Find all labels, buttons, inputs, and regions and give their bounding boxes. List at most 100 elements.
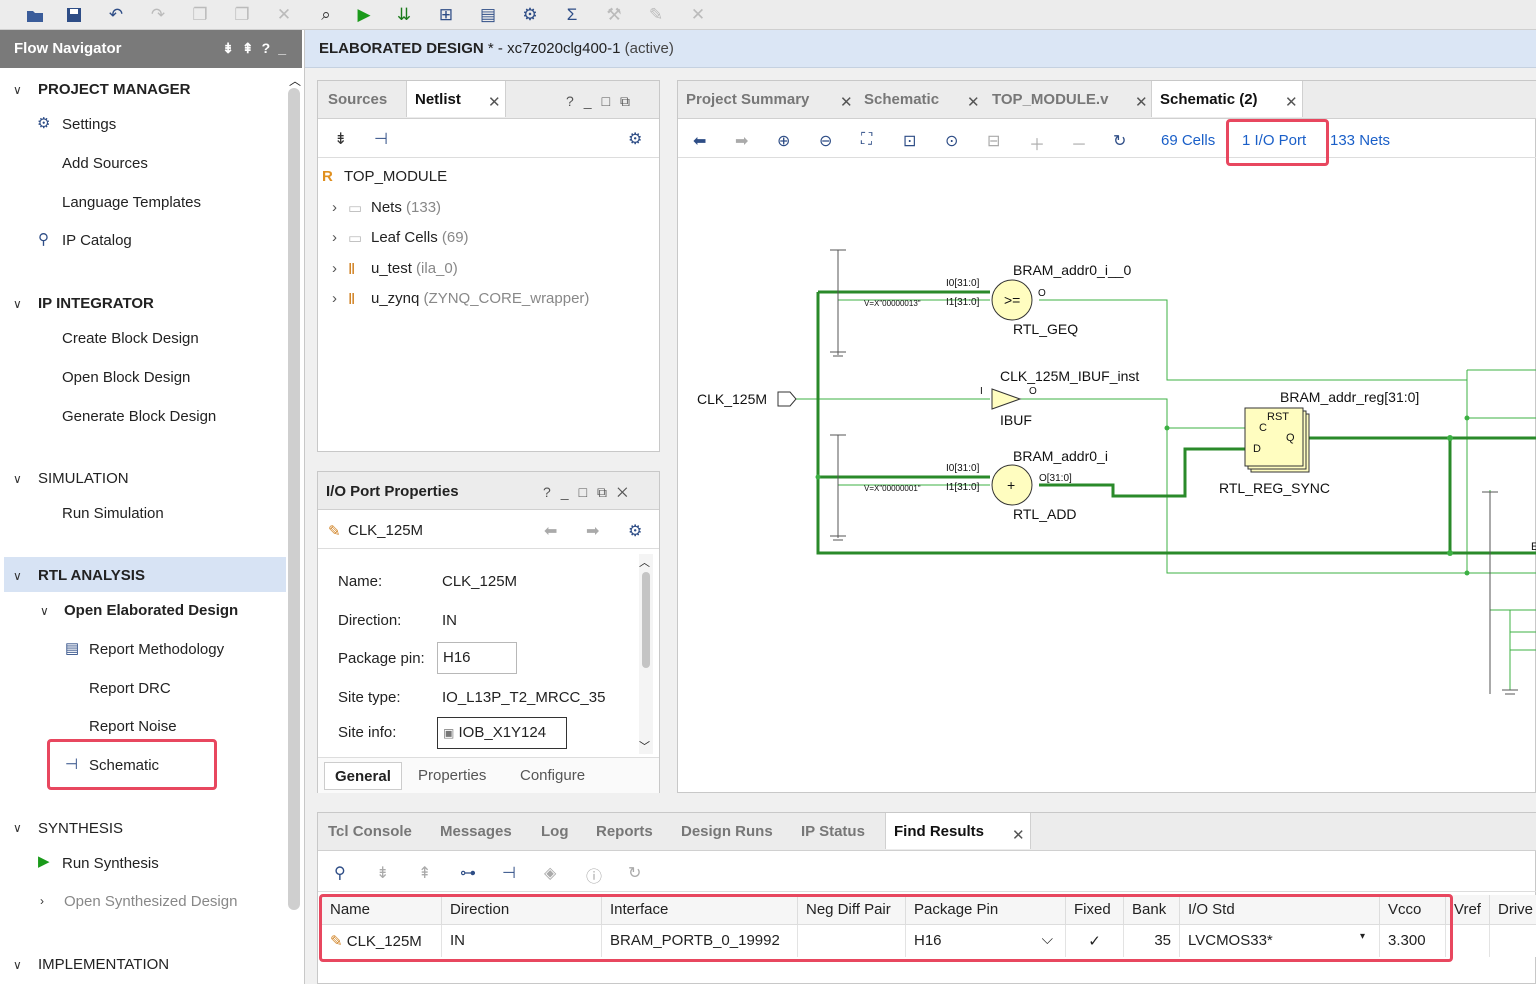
section-synthesis[interactable]: SYNTHESIS (38, 820, 124, 837)
diamond-icon[interactable]: ◈ (544, 865, 557, 882)
tree-u-zynq[interactable]: u_zynq (ZYNQ_CORE_wrapper) (371, 290, 590, 307)
search-icon[interactable]: ⚲ (334, 865, 346, 882)
open-icon[interactable] (22, 3, 48, 27)
redo-icon[interactable]: ↷ (150, 5, 166, 24)
gear-icon[interactable]: ⚙ (628, 131, 643, 148)
save-icon[interactable] (61, 3, 87, 27)
chevron-down-icon[interactable]: ∨ (40, 604, 49, 618)
rtl-reg-sync-cell[interactable] (1244, 407, 1310, 473)
nav-open-synthesized-design[interactable]: Open Synthesized Design (64, 893, 238, 910)
settings-icon[interactable]: ⚙ (522, 5, 538, 24)
refresh-icon[interactable]: ↻ (628, 865, 642, 882)
col-vcco[interactable]: Vcco (1380, 895, 1446, 925)
auto-connect-icon[interactable]: ⚒ (606, 5, 622, 24)
tab-tcl-console[interactable]: Tcl Console (328, 823, 412, 840)
package-pin-field[interactable]: H16 (437, 642, 517, 674)
schematic-icon[interactable]: ⊞ (438, 5, 454, 24)
section-implementation[interactable]: IMPLEMENTATION (38, 956, 170, 973)
sigma-icon[interactable]: Σ (566, 5, 578, 24)
chevron-right-icon[interactable]: › (332, 260, 337, 277)
schematic-icon[interactable]: ⊣ (502, 865, 516, 882)
gear-icon[interactable]: ⚙ (628, 523, 643, 540)
zoom-selection-icon[interactable]: ⊡ (903, 133, 917, 150)
chevron-right-icon[interactable]: › (332, 290, 337, 307)
info-icon[interactable]: ⓘ (586, 869, 603, 886)
back-arrow-icon[interactable]: ⬅ (544, 523, 558, 540)
input-port-icon[interactable] (777, 391, 797, 407)
chevron-down-icon[interactable]: ∨ (13, 958, 22, 972)
scroll-down-icon[interactable]: ﹀ (639, 741, 650, 753)
tab-properties[interactable]: Properties (418, 767, 487, 784)
tab-messages[interactable]: Messages (440, 823, 512, 840)
chevron-down-icon[interactable]: ∨ (13, 297, 22, 311)
tab-design-runs[interactable]: Design Runs (681, 823, 773, 840)
nav-ip-catalog[interactable]: IP Catalog (62, 232, 132, 249)
run-icon[interactable]: ▶ (357, 5, 371, 24)
zoom-out-icon[interactable]: ⊖ (819, 133, 833, 150)
nav-run-synthesis[interactable]: Run Synthesis (62, 855, 159, 872)
tab-general[interactable]: General (324, 762, 402, 790)
delete-icon[interactable]: ✕ (276, 5, 292, 24)
site-info-field[interactable]: ▣ IOB_X1Y124 (437, 717, 567, 749)
nav-run-simulation[interactable]: Run Simulation (62, 505, 164, 522)
nav-report-drc[interactable]: Report DRC (89, 680, 171, 697)
col-direction[interactable]: Direction (442, 895, 602, 925)
navigator-scrollbar[interactable] (288, 88, 300, 910)
close-icon[interactable]: ✕ (1135, 94, 1148, 111)
table-row[interactable]: ✎ CLK_125M IN BRAM_PORTB_0_19992 H16⌵ ✓ … (322, 925, 1536, 957)
tree-nets[interactable]: Nets (133) (371, 199, 442, 216)
forward-arrow-icon[interactable]: ➡ (586, 523, 600, 540)
copy-icon[interactable]: ❐ (192, 5, 208, 24)
find-icon[interactable]: ⌕ (321, 5, 331, 24)
col-name[interactable]: Name (322, 895, 442, 925)
cell-fixed[interactable]: ✓ (1066, 925, 1124, 957)
forward-arrow-icon[interactable]: ➡ (735, 133, 749, 150)
chevron-down-icon[interactable]: ∨ (13, 83, 22, 97)
panel-controls-icon[interactable]: ?_□⧉ (566, 93, 641, 109)
close-icon[interactable]: ✕ (1012, 827, 1025, 844)
zoom-fit-icon[interactable]: ⛶ (861, 131, 873, 148)
expand-all-icon[interactable]: ⇞ (418, 865, 432, 882)
section-project-manager[interactable]: PROJECT MANAGER (38, 81, 191, 98)
close-icon[interactable]: ✕ (1285, 94, 1298, 111)
col-drive[interactable]: Drive (1490, 895, 1536, 925)
nav-add-sources[interactable]: Add Sources (62, 155, 148, 172)
nav-generate-block-design[interactable]: Generate Block Design (62, 408, 217, 425)
nets-link[interactable]: 133 Nets (1330, 132, 1391, 149)
collapse-all-icon[interactable]: ⇟ (334, 131, 348, 148)
chevron-down-icon[interactable]: ∨ (13, 569, 22, 583)
nav-language-templates[interactable]: Language Templates (62, 194, 201, 211)
tree-leaf-cells[interactable]: Leaf Cells (69) (371, 229, 469, 246)
chevron-right-icon[interactable]: › (40, 894, 44, 908)
center-icon[interactable]: ⊙ (945, 133, 959, 150)
panel-controls-icon[interactable]: ?_□⧉✕ (543, 484, 638, 500)
tab-configure[interactable]: Configure (520, 767, 586, 784)
rtl-add-cell[interactable] (991, 464, 1033, 506)
report-icon[interactable]: ▤ (479, 5, 497, 24)
tab-log[interactable]: Log (541, 823, 569, 840)
chevron-right-icon[interactable]: › (332, 229, 337, 246)
pencil-icon[interactable]: ✎ (648, 5, 664, 24)
panel-controls-icon[interactable]: ⇟⇞?_ (222, 40, 294, 56)
close-icon[interactable]: ✕ (967, 94, 980, 111)
scroll-up-icon[interactable]: ︿ (289, 74, 302, 88)
chevron-down-icon[interactable]: ∨ (13, 821, 22, 835)
io-std-select[interactable]: LVCMOS33*▾ (1180, 925, 1380, 957)
nav-report-noise[interactable]: Report Noise (89, 718, 177, 735)
tab-ip-status[interactable]: IP Status (801, 823, 865, 840)
schematic-icon[interactable]: ⊣ (374, 131, 388, 148)
nav-schematic[interactable]: Schematic (89, 757, 160, 774)
refresh-icon[interactable]: ↻ (1113, 133, 1127, 150)
ibuf-cell[interactable] (991, 388, 1022, 410)
tab-find-results[interactable]: Find Results (885, 813, 1031, 849)
col-neg-diff-pair[interactable]: Neg Diff Pair (798, 895, 906, 925)
tree-u-test[interactable]: u_test (ila_0) (371, 260, 458, 277)
collapse-icon[interactable]: － (1071, 137, 1088, 154)
package-pin-select[interactable]: H16⌵ (906, 925, 1066, 957)
section-rtl-analysis[interactable]: RTL ANALYSIS (38, 567, 145, 584)
program-icon[interactable]: ⇊ (396, 5, 412, 24)
tab-reports[interactable]: Reports (596, 823, 653, 840)
section-ip-integrator[interactable]: IP INTEGRATOR (38, 295, 154, 312)
io-port-link[interactable]: 1 I/O Port (1242, 132, 1307, 149)
chevron-down-icon[interactable]: ∨ (13, 472, 22, 486)
